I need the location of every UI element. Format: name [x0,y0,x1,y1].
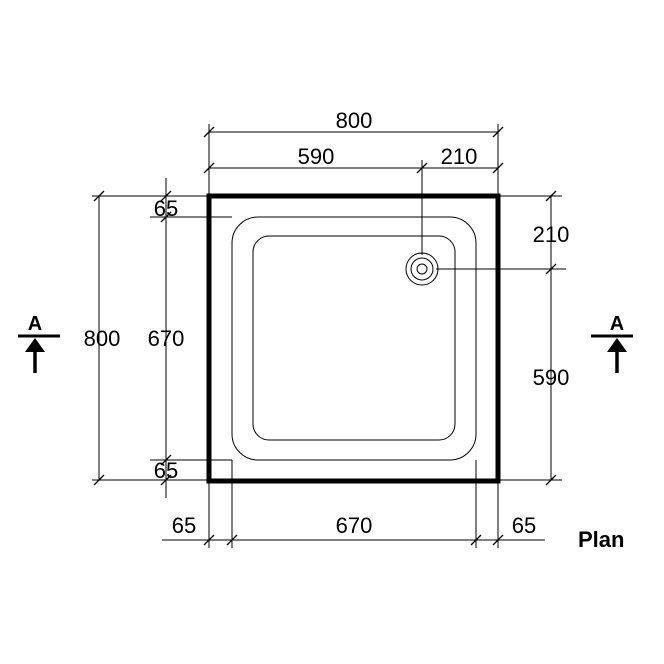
dim-inner-width: 670 [336,513,373,538]
drain-icon [405,252,439,286]
dim-drain-offset-x: 590 [298,144,335,169]
dim-drain-offset-right: 210 [441,144,478,169]
basin-inner-contour [252,235,456,441]
tray-outer-outline [206,193,501,484]
dim-drain-offset-bottom: 590 [533,365,570,390]
view-label: Plan [578,527,624,552]
dim-bottom-rim: 65 [154,458,178,483]
dim-overall-depth: 800 [84,326,121,351]
svg-text:A: A [610,313,624,335]
basin-outer-contour [231,216,477,461]
section-marker-right: A [591,313,633,373]
svg-text:A: A [28,313,42,335]
dim-inner-depth: 670 [148,326,185,351]
dim-drain-offset-top: 210 [533,222,570,247]
dim-top-rim: 65 [154,196,178,221]
section-marker-left: A [18,313,60,373]
dim-overall-width: 800 [336,108,373,133]
dim-left-rim: 65 [172,513,196,538]
dim-right-rim: 65 [512,513,536,538]
